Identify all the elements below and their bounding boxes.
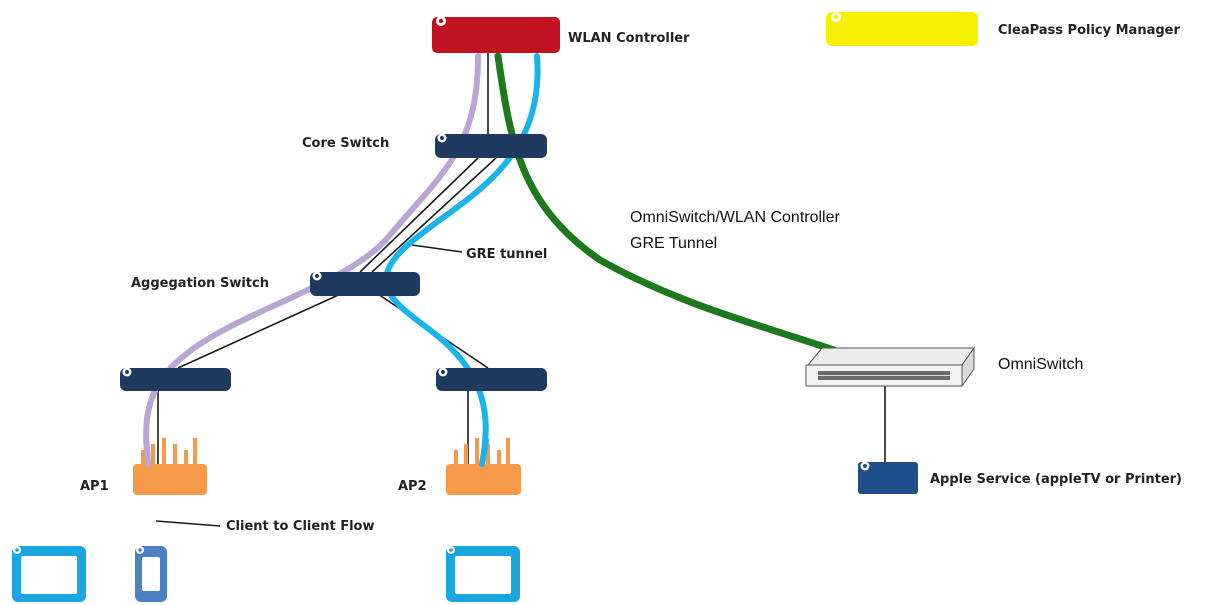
link-agg-access1 [177, 291, 346, 369]
ap1-body [133, 464, 207, 495]
gre-tunnel-end [479, 437, 489, 467]
clearpass-server[interactable] [826, 12, 978, 46]
omniswitch-side [961, 346, 975, 388]
wlan-controller-body [432, 17, 560, 53]
client-flow-path [143, 53, 481, 467]
omniswitch[interactable] [805, 346, 975, 388]
core-switch-label: Core Switch [302, 136, 389, 151]
link-core-agg [359, 157, 479, 273]
clearpass-label: CleaPass Policy Manager [998, 23, 1180, 38]
omni-gre-tunnel-label-line1: OmniSwitch/WLAN Controller [630, 209, 841, 226]
ap1-antenna-icon [141, 438, 197, 464]
access-switch-1-body [120, 368, 231, 391]
gre-tunnel-label: GRE tunnel [466, 247, 547, 262]
wlan-controller-label: WLAN Controller [568, 31, 690, 46]
omniswitch-label: OmniSwitch [998, 356, 1083, 373]
aggregation-switch-label: Aggegation Switch [131, 276, 269, 291]
client-flow-end [143, 437, 151, 467]
apple-service-label: Apple Service (appleTV or Printer) [930, 472, 1182, 487]
link-core-agg-2 [371, 157, 497, 273]
ap1-label: AP1 [80, 479, 109, 494]
omniswitch-top [806, 347, 975, 366]
client-flow-label: Client to Client Flow [226, 519, 374, 534]
ap2-body [446, 464, 521, 495]
core-switch-body [435, 134, 547, 158]
omni-gre-tunnel-path [494, 52, 838, 354]
apple-service-body [858, 462, 918, 494]
tablet-1-icon[interactable] [12, 546, 86, 602]
aggregation-switch-body [310, 272, 420, 296]
access-point-1[interactable] [133, 438, 207, 495]
client-flow-leader [155, 520, 221, 527]
access-switch-1[interactable] [120, 367, 231, 392]
access-switch-2[interactable] [436, 367, 547, 392]
omni-gre-tunnel-label-line2: GRE Tunnel [630, 235, 717, 252]
ap2-antenna-icon [454, 438, 510, 464]
clearpass-body [826, 12, 978, 46]
access-point-2[interactable] [446, 438, 521, 495]
ap2-label: AP2 [398, 479, 427, 494]
apple-service-device[interactable] [858, 461, 918, 495]
wlan-controller[interactable] [432, 16, 560, 53]
phone-icon[interactable] [135, 546, 167, 602]
core-switch[interactable] [435, 133, 547, 159]
aggregation-switch[interactable] [310, 271, 420, 297]
tablet-2-icon[interactable] [446, 546, 520, 602]
gre-tunnel-leader [411, 244, 463, 253]
access-switch-2-body [436, 368, 547, 391]
